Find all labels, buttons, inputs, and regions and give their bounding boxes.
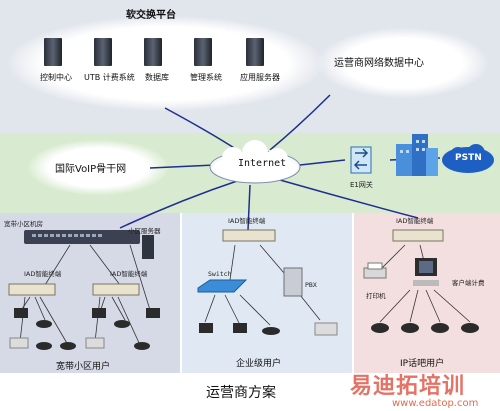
computer-icon xyxy=(199,323,213,333)
switch-label: Switch xyxy=(208,270,232,278)
phone-icon xyxy=(114,320,130,328)
phone-icon xyxy=(36,320,52,328)
ipbar-users-label: IP话吧用户 xyxy=(400,359,445,369)
building-icon xyxy=(396,134,438,176)
iad-label-4: IAD智能终端 xyxy=(396,217,434,225)
phone-icon xyxy=(431,323,449,333)
phone-icon xyxy=(134,342,150,350)
pbx-icon xyxy=(283,267,303,297)
pstn-label: PSTN xyxy=(455,153,482,163)
pstn-cloud xyxy=(442,144,494,173)
computer-icon xyxy=(146,308,160,318)
iad-label-2: IAD智能终端 xyxy=(110,270,148,278)
phone-icon xyxy=(461,323,479,333)
e1-gateway-icon xyxy=(350,146,372,174)
computer-icon xyxy=(233,323,247,333)
fax-icon xyxy=(85,337,105,349)
iad-label-1: IAD智能终端 xyxy=(24,270,62,278)
internet-label: Internet xyxy=(238,158,287,169)
server-label-appserver: 应用服务器 xyxy=(240,73,280,82)
server-label-database: 数据库 xyxy=(145,73,169,82)
iad-device-2 xyxy=(92,283,140,296)
phone-icon xyxy=(60,342,76,350)
server-label-management: 管理系统 xyxy=(190,73,222,82)
server-rack xyxy=(44,38,264,66)
softswitch-title: 软交换平台 xyxy=(126,10,176,21)
phone-icon xyxy=(36,342,52,350)
server-label-control: 控制中心 xyxy=(40,73,72,82)
computer-icon xyxy=(14,308,28,318)
phone-icon xyxy=(401,323,419,333)
pbx-label: PBX xyxy=(305,281,317,289)
printer-label: 打印机 xyxy=(366,292,386,300)
watermark-url: www.edatop.com xyxy=(392,398,479,409)
computer-icon xyxy=(92,308,106,318)
datacenter-cloud xyxy=(318,28,488,98)
watermark-cn: 易迪拓培训 xyxy=(350,374,466,399)
zone-server-icon xyxy=(142,235,154,259)
printer-icon xyxy=(363,262,387,279)
operator-datacenter-label: 运营商网络数据中心 xyxy=(334,58,424,69)
e1-gateway-label: E1网关 xyxy=(350,181,373,189)
phone-icon xyxy=(262,327,280,335)
server-icon xyxy=(44,38,264,66)
broadband-room-label: 宽带小区机房 xyxy=(4,220,43,228)
iad-device-3 xyxy=(222,229,276,242)
footer-title: 运营商方案 xyxy=(206,385,276,401)
ipbar-phones xyxy=(371,323,479,333)
internet-cloud xyxy=(209,140,301,184)
enterprise-endpoints xyxy=(199,322,338,336)
phone-icon xyxy=(371,323,389,333)
iad-device-1 xyxy=(8,283,56,296)
iad-device-4 xyxy=(392,229,444,242)
client-billing-label: 客户端计费 xyxy=(452,279,485,287)
enterprise-users-label: 企业级用户 xyxy=(236,359,282,369)
client-pc-icon xyxy=(413,258,439,286)
server-label-billing: UTB 计费系统 xyxy=(84,73,135,82)
broadband-users-label: 宽带小区用户 xyxy=(56,362,111,372)
core-switch xyxy=(24,230,140,244)
switch-icon xyxy=(197,279,248,293)
voip-cloud xyxy=(28,140,168,195)
fax-icon xyxy=(314,322,338,336)
iad-label-3: IAD智能终端 xyxy=(228,217,266,225)
zone-server-label: 小区服务器 xyxy=(128,227,161,235)
broadband-endpoints xyxy=(9,308,160,350)
voip-backbone-label: 国际VoIP骨干网 xyxy=(55,164,127,175)
fax-icon xyxy=(9,337,29,349)
